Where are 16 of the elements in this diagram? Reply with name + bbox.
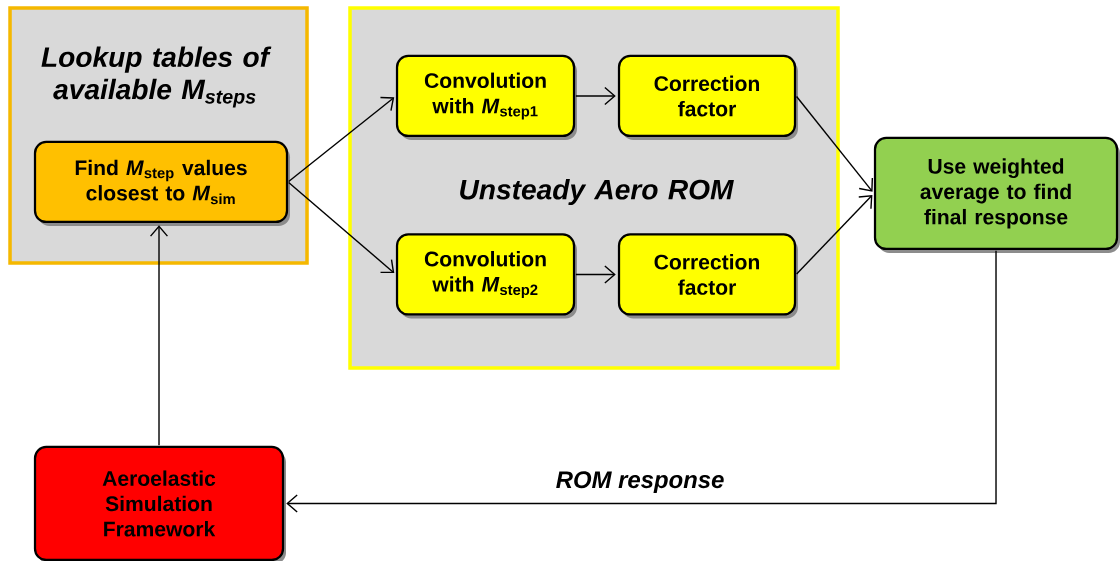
arrow	[795, 95, 874, 192]
arrow	[286, 250, 997, 513]
process-box: Convolution with M$_{step1}$	[395, 54, 577, 140]
process-box: Correction factor	[617, 233, 798, 319]
edge-label: ROM response	[556, 471, 724, 493]
arrow	[575, 86, 616, 106]
process-box: Aeroelastic Simulation Framework	[33, 445, 286, 561]
arrow	[287, 181, 395, 274]
arrow	[575, 265, 616, 284]
process-box: Convolution with M$_{step2}$	[395, 233, 577, 319]
arrow	[149, 225, 169, 446]
process-box: Correction factor	[617, 54, 798, 140]
process-box: Find M$_{step}$ values closest to M$_{sim}$	[33, 140, 290, 226]
process-box: Use weighted average to find final response	[873, 136, 1120, 253]
arrow	[287, 96, 395, 183]
arrow	[795, 195, 873, 275]
